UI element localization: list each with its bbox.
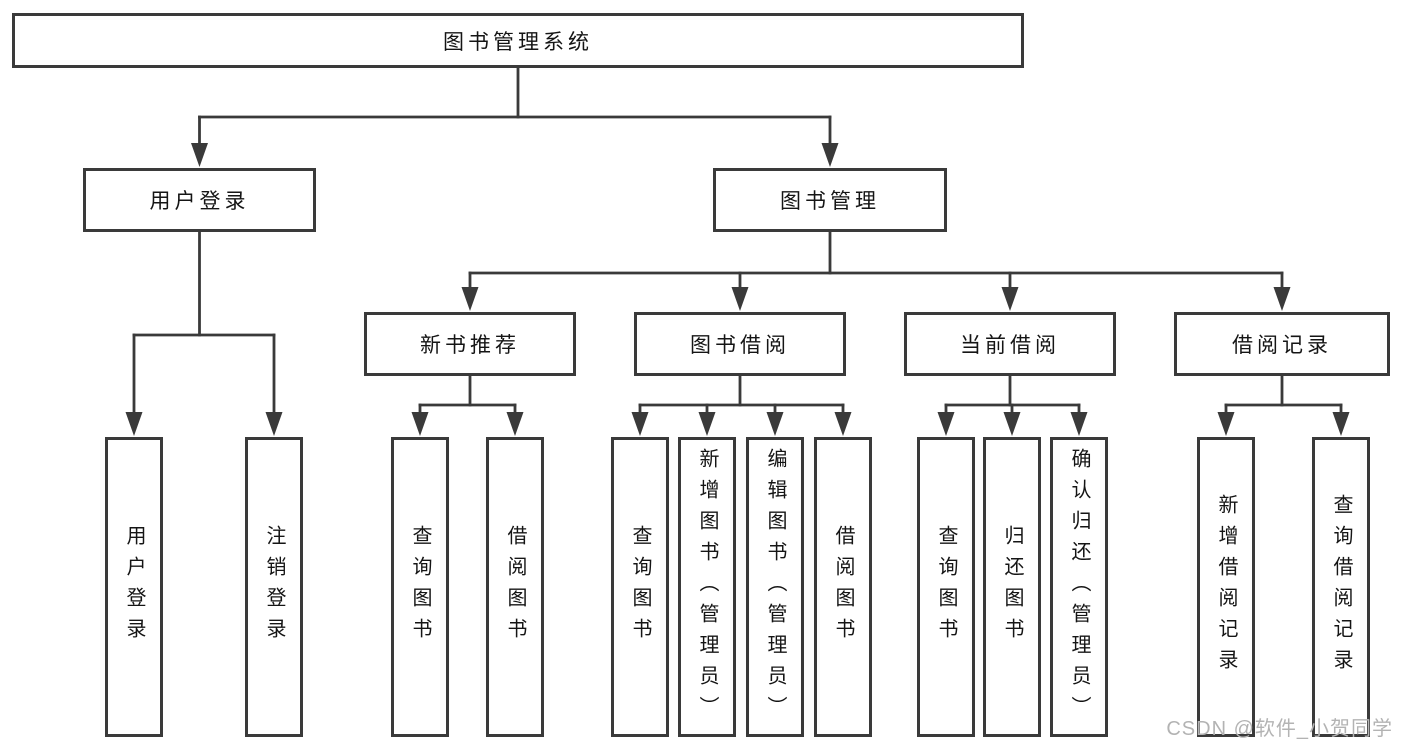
leaf-query-book-3: 查询图书 xyxy=(917,437,975,737)
leaf-return-book: 归还图书 xyxy=(983,437,1041,737)
node-system-root: 图书管理系统 xyxy=(12,13,1024,68)
leaf-user-login: 用户登录 xyxy=(105,437,163,737)
csdn-watermark: CSDN @软件_小贺同学 xyxy=(1166,718,1393,740)
leaf-edit-book-admin: 编辑图书（管理员） xyxy=(746,437,804,737)
node-book-management: 图书管理 xyxy=(713,168,947,232)
leaf-logout: 注销登录 xyxy=(245,437,303,737)
node-borrow-records: 借阅记录 xyxy=(1174,312,1390,376)
node-current-borrow: 当前借阅 xyxy=(904,312,1116,376)
leaf-query-book-1: 查询图书 xyxy=(391,437,449,737)
node-user-login: 用户登录 xyxy=(83,168,316,232)
leaf-borrow-book-1: 借阅图书 xyxy=(486,437,544,737)
leaf-query-borrow-record: 查询借阅记录 xyxy=(1312,437,1370,737)
node-book-borrow: 图书借阅 xyxy=(634,312,846,376)
node-new-book-recommend: 新书推荐 xyxy=(364,312,576,376)
leaf-query-book-2: 查询图书 xyxy=(611,437,669,737)
leaf-add-borrow-record: 新增借阅记录 xyxy=(1197,437,1255,737)
leaf-confirm-return-admin: 确认归还（管理员） xyxy=(1050,437,1108,737)
leaf-add-book-admin: 新增图书（管理员） xyxy=(678,437,736,737)
leaf-borrow-book-2: 借阅图书 xyxy=(814,437,872,737)
